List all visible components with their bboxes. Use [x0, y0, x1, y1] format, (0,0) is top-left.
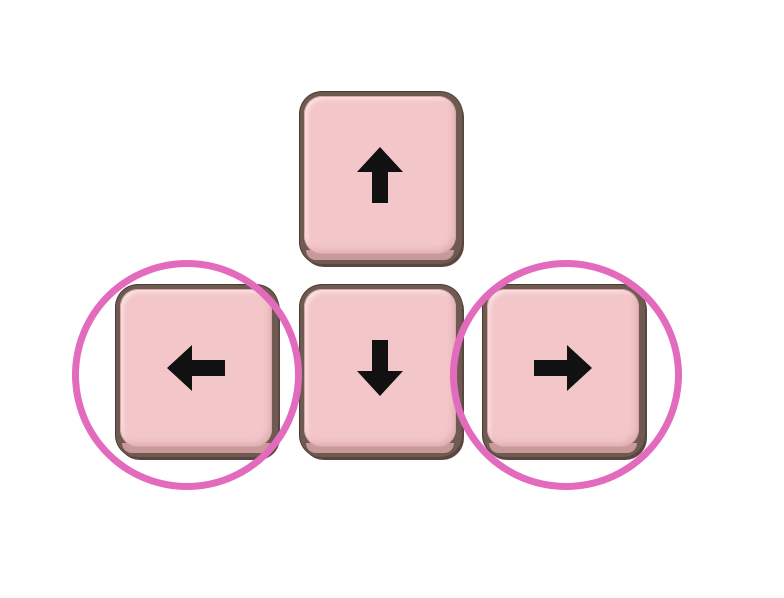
- up-arrow-key[interactable]: [300, 92, 462, 264]
- left-arrow-key[interactable]: [116, 285, 278, 457]
- keycap-edge: [489, 443, 637, 453]
- arrow-down-icon: [304, 289, 456, 447]
- keycap-edge: [306, 250, 454, 260]
- arrow-right-icon: [487, 289, 639, 447]
- keycap-edge: [122, 443, 270, 453]
- right-arrow-key[interactable]: [483, 285, 645, 457]
- arrow-left-icon: [120, 289, 272, 447]
- down-arrow-key[interactable]: [300, 285, 462, 457]
- keycap-edge: [306, 443, 454, 453]
- arrow-up-icon: [304, 96, 456, 254]
